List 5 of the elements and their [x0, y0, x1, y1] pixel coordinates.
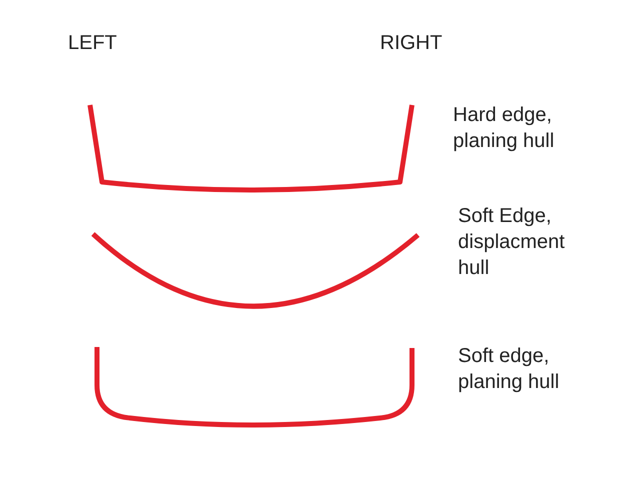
hull-description: Soft Edge, displacment hull — [458, 204, 566, 281]
hull-description: Soft edge, planing hull — [458, 344, 560, 395]
side-label: RIGHT — [380, 31, 444, 56]
hull-description: Hard edge, planing hull — [453, 103, 556, 154]
side-label: LEFT — [68, 31, 118, 56]
